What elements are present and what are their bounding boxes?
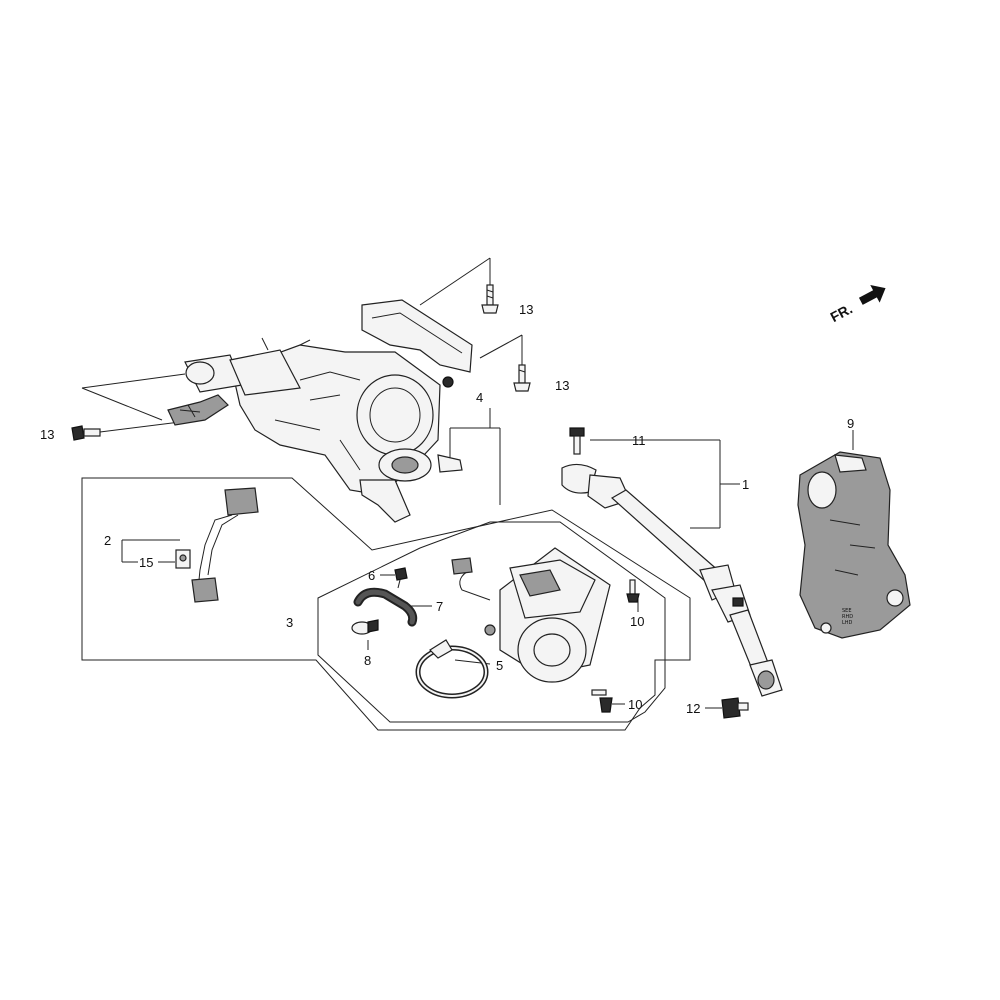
bolt-10-lower bbox=[591, 689, 613, 713]
front-direction-arrow-icon bbox=[858, 284, 886, 305]
callout-1: 1 bbox=[742, 477, 749, 492]
bolt-10-upper bbox=[626, 579, 640, 603]
clip-8 bbox=[351, 619, 379, 635]
callout-11: 11 bbox=[632, 433, 646, 448]
column-boot-cover-9: SEE RHD LHD bbox=[797, 451, 911, 639]
bolt-13-left bbox=[71, 425, 101, 441]
gasket-ring-5 bbox=[415, 639, 489, 699]
intermediate-shaft-1 bbox=[561, 463, 783, 697]
hose-7 bbox=[353, 587, 418, 627]
callout-13-left: 13 bbox=[40, 427, 54, 442]
callout-8: 8 bbox=[364, 653, 371, 668]
front-direction-label: FR. bbox=[828, 300, 855, 325]
callout-13-upper: 13 bbox=[519, 302, 533, 317]
bolt-13-middle bbox=[513, 364, 531, 392]
svg-text:RHD: RHD bbox=[842, 614, 853, 620]
screw-6 bbox=[394, 567, 408, 589]
bolt-12 bbox=[721, 697, 749, 719]
svg-text:SEE: SEE bbox=[842, 608, 852, 614]
callout-9: 9 bbox=[847, 416, 854, 431]
callout-labels: 1 2 3 4 5 6 7 8 9 10 10 11 12 13 13 13 1… bbox=[40, 302, 854, 716]
eps-motor-3 bbox=[451, 547, 611, 683]
callout-5: 5 bbox=[496, 658, 503, 673]
bolt-11 bbox=[569, 427, 585, 455]
assembly-outline-4 bbox=[81, 477, 691, 731]
bolt-13-upper bbox=[481, 284, 499, 314]
callout-4: 4 bbox=[476, 390, 483, 405]
callout-10-lower: 10 bbox=[628, 697, 642, 712]
callout-3: 3 bbox=[286, 615, 293, 630]
callout-10-upper: 10 bbox=[630, 614, 644, 629]
callout-6: 6 bbox=[368, 568, 375, 583]
steering-column-assembly bbox=[167, 299, 473, 523]
svg-text:LHD: LHD bbox=[842, 620, 853, 626]
leader-lines bbox=[81, 257, 854, 709]
front-direction-indicator: FR. bbox=[828, 284, 886, 325]
callout-7: 7 bbox=[436, 599, 443, 614]
callout-2: 2 bbox=[104, 533, 111, 548]
assembly-outline-3 bbox=[317, 521, 666, 723]
callout-13-middle: 13 bbox=[555, 378, 569, 393]
callout-12: 12 bbox=[686, 701, 700, 716]
callout-15: 15 bbox=[139, 555, 153, 570]
wire-harness-2 bbox=[175, 487, 259, 603]
